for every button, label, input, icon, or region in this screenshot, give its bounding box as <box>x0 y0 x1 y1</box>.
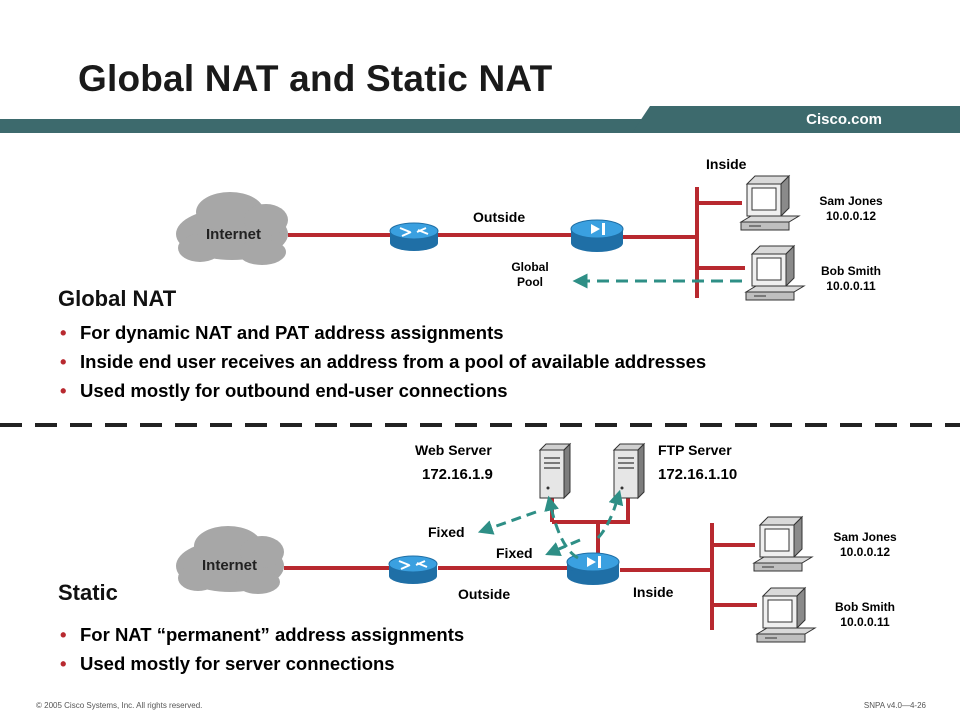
pool-label-line1: Global <box>511 260 549 274</box>
ftp-server-name: FTP Server <box>658 442 732 458</box>
fixed-label-1: Fixed <box>428 524 465 540</box>
cloud-bottom <box>176 526 284 594</box>
global-nat-heading: Global NAT <box>58 286 177 311</box>
host-name: Bob Smith <box>835 600 895 614</box>
global-nat-bullets: For dynamic NAT and PAT address assignme… <box>58 318 706 405</box>
host-ip: 10.0.0.11 <box>840 615 890 629</box>
inside-label-top: Inside <box>706 156 747 172</box>
web-server-ip: 172.16.1.9 <box>422 466 493 483</box>
host-label-sam-top: Sam Jones 10.0.0.12 <box>806 194 896 224</box>
bullet-item: Used mostly for server connections <box>58 649 464 678</box>
pool-label-line2: Pool <box>517 275 543 289</box>
page-title: Global NAT and Static NAT <box>78 58 553 99</box>
bullet-item: Inside end user receives an address from… <box>58 347 706 376</box>
copyright-footer: © 2005 Cisco Systems, Inc. All rights re… <box>36 701 203 710</box>
static-nat-bullets: For NAT “permanent” address assignments … <box>58 620 464 678</box>
host-icon-sam-top <box>740 175 800 231</box>
host-name: Bob Smith <box>821 264 881 278</box>
host-ip: 10.0.0.12 <box>825 209 877 223</box>
brand-link[interactable]: Cisco.com <box>806 111 882 128</box>
ftp-server-ip: 172.16.1.10 <box>658 466 738 483</box>
static-nat-heading: Static <box>58 580 118 605</box>
host-label-bob-bottom: Bob Smith 10.0.0.11 <box>820 600 910 630</box>
header-band <box>0 106 960 133</box>
cloud-top <box>176 192 288 265</box>
bullet-item: Used mostly for outbound end-user connec… <box>58 376 706 405</box>
host-label-bob-top: Bob Smith 10.0.0.11 <box>806 264 896 294</box>
nat-device-icon <box>566 552 620 585</box>
host-icon-bob-bottom <box>756 587 816 643</box>
host-label-sam-bottom: Sam Jones 10.0.0.12 <box>820 530 910 560</box>
bullet-item: For NAT “permanent” address assignments <box>58 620 464 649</box>
server-icon-ftp <box>613 443 645 499</box>
web-server-name: Web Server <box>415 442 492 458</box>
bullet-item: For dynamic NAT and PAT address assignme… <box>58 318 706 347</box>
router-icon <box>389 222 439 251</box>
host-ip: 10.0.0.12 <box>839 545 891 559</box>
outside-label-top: Outside <box>473 209 526 225</box>
router-icon <box>388 555 438 584</box>
internet-label-top: Internet <box>206 226 262 243</box>
host-name: Sam Jones <box>833 530 897 544</box>
host-icon-sam-bottom <box>753 516 813 572</box>
fixed-arrow-ftp <box>596 489 624 540</box>
host-ip: 10.0.0.11 <box>826 279 876 293</box>
host-icon-bob-top <box>745 245 805 301</box>
inside-label-bottom: Inside <box>633 584 674 600</box>
fixed-arrow-out-web <box>477 510 537 535</box>
slide-number-footer: SNPA v4.0—4-26 <box>863 701 926 710</box>
fixed-label-2: Fixed <box>496 545 533 561</box>
nat-device-icon <box>570 219 624 252</box>
global-pool-label: Global Pool <box>500 260 560 290</box>
fixed-arrow-out-nat <box>545 538 581 556</box>
host-name: Sam Jones <box>819 194 883 208</box>
internet-label-bottom: Internet <box>202 557 258 574</box>
fixed-arrow-web <box>544 495 579 560</box>
server-icon-web <box>539 443 571 499</box>
outside-label-bottom: Outside <box>458 586 511 602</box>
